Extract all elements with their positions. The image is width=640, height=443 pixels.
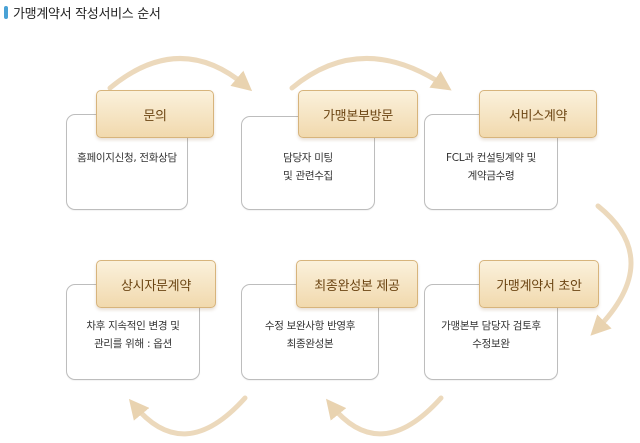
page-title: 가맹계약서 작성서비스 순서 <box>13 6 161 22</box>
step-desc-line: 담당자 미팅 <box>283 152 333 164</box>
step-desc-line: 홈페이지신청, 전화상담 <box>77 152 177 164</box>
step-tab-franchise-visit: 가맹본부방문 <box>298 90 418 138</box>
arrow-1-to-2 <box>107 56 253 92</box>
arrow-3-to-6 <box>590 203 634 336</box>
arrow-6-to-5 <box>325 395 444 437</box>
step-desc-line: 및 관련수집 <box>283 170 333 182</box>
step-desc-line: 수정보완 <box>472 338 510 350</box>
step-desc-line: 관리를 위해 : 옵션 <box>94 338 172 350</box>
step-desc-line: FCL과 컨설팅계약 및 <box>446 152 536 164</box>
arrow-2-to-3 <box>289 56 452 91</box>
step-tab-service-contract: 서비스계약 <box>479 90 597 138</box>
page-title-bar: 가맹계약서 작성서비스 순서 <box>4 3 161 22</box>
step-desc-line: 수정 보완사항 반영후 <box>264 320 356 332</box>
step-tab-final-delivery: 최종완성본 제공 <box>296 260 418 308</box>
step-tab-advisory-contract: 상시자문계약 <box>96 260 216 308</box>
step-desc-line: 최종완성본 <box>286 338 334 350</box>
step-tab-draft: 가맹계약서 초안 <box>479 260 599 308</box>
title-bullet <box>4 5 8 19</box>
arrow-5-to-4 <box>128 395 248 437</box>
step-desc-line: 가맹본부 담당자 검토후 <box>441 320 541 332</box>
step-tab-inquiry: 문의 <box>96 90 214 138</box>
step-desc-line: 차후 지속적인 변경 및 <box>86 320 180 332</box>
step-desc-line: 계약금수령 <box>467 170 515 182</box>
